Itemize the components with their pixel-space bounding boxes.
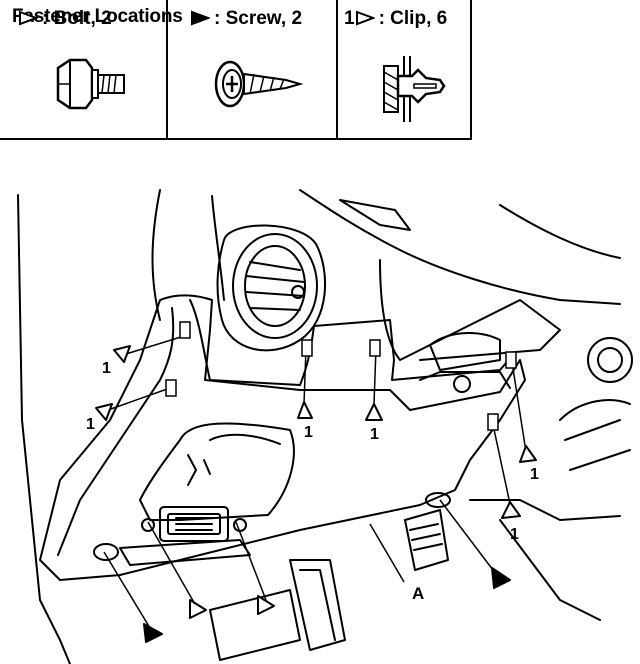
bolt-icon — [56, 58, 125, 110]
clip-marker — [165, 379, 177, 397]
legend-bolt: : Bolt, 2 — [0, 0, 168, 140]
clip-marker — [487, 413, 499, 431]
clip-icon — [383, 56, 446, 122]
clip-marker — [301, 339, 313, 357]
leader-line — [511, 361, 527, 453]
legend-bolt-label: : Bolt, 2 — [42, 8, 112, 29]
clip-triangle-marker — [519, 445, 537, 463]
clip-triangle-marker — [297, 401, 313, 419]
clip-triangle-marker — [113, 345, 131, 363]
open-triangle-icon — [18, 10, 39, 32]
diagram-title: Fastener Locations — [12, 6, 183, 27]
open-triangle-icon — [355, 10, 376, 32]
callout-clip-label: 1 — [370, 426, 379, 443]
clip-triangle-marker — [501, 501, 521, 519]
clip-triangle-marker — [95, 403, 113, 421]
legend-clip-label: : Clip, 6 — [378, 8, 448, 29]
leader-line — [491, 419, 511, 505]
leader-line — [147, 521, 197, 607]
bolt-triangle-marker — [189, 599, 207, 619]
callout-clip-label: 1 — [510, 526, 519, 543]
leader-line — [235, 521, 267, 601]
bolt-triangle-marker — [257, 595, 275, 615]
callout-clip-label: 1 — [530, 466, 539, 483]
screw-triangle-marker — [143, 623, 163, 643]
leader-line — [107, 387, 171, 411]
clip-triangle-marker — [365, 403, 383, 421]
clip-marker — [505, 351, 517, 369]
leader-line — [103, 551, 151, 629]
screw-triangle-marker — [491, 567, 511, 589]
leader-line — [439, 499, 497, 575]
callout-clip-label: 1 — [102, 360, 111, 377]
clip-marker — [369, 339, 381, 357]
callout-clip-label: 1 — [304, 424, 313, 441]
leader-line — [373, 347, 377, 405]
callout-part-a: A — [412, 584, 425, 603]
legend-screw-label: : Screw, 2 — [214, 8, 303, 29]
leader-line — [303, 347, 307, 405]
filled-triangle-icon — [190, 10, 211, 32]
legend-clip: 1 : Clip, 6 — [338, 0, 472, 140]
legend-screw: : Screw, 2 — [168, 0, 338, 140]
callout-clip-label: 1 — [86, 416, 95, 433]
clip-marker — [179, 321, 191, 339]
leader-line — [125, 335, 185, 355]
legend-clip-prefix: 1 — [344, 8, 355, 29]
screw-icon — [214, 60, 304, 108]
leader-line — [369, 523, 405, 583]
